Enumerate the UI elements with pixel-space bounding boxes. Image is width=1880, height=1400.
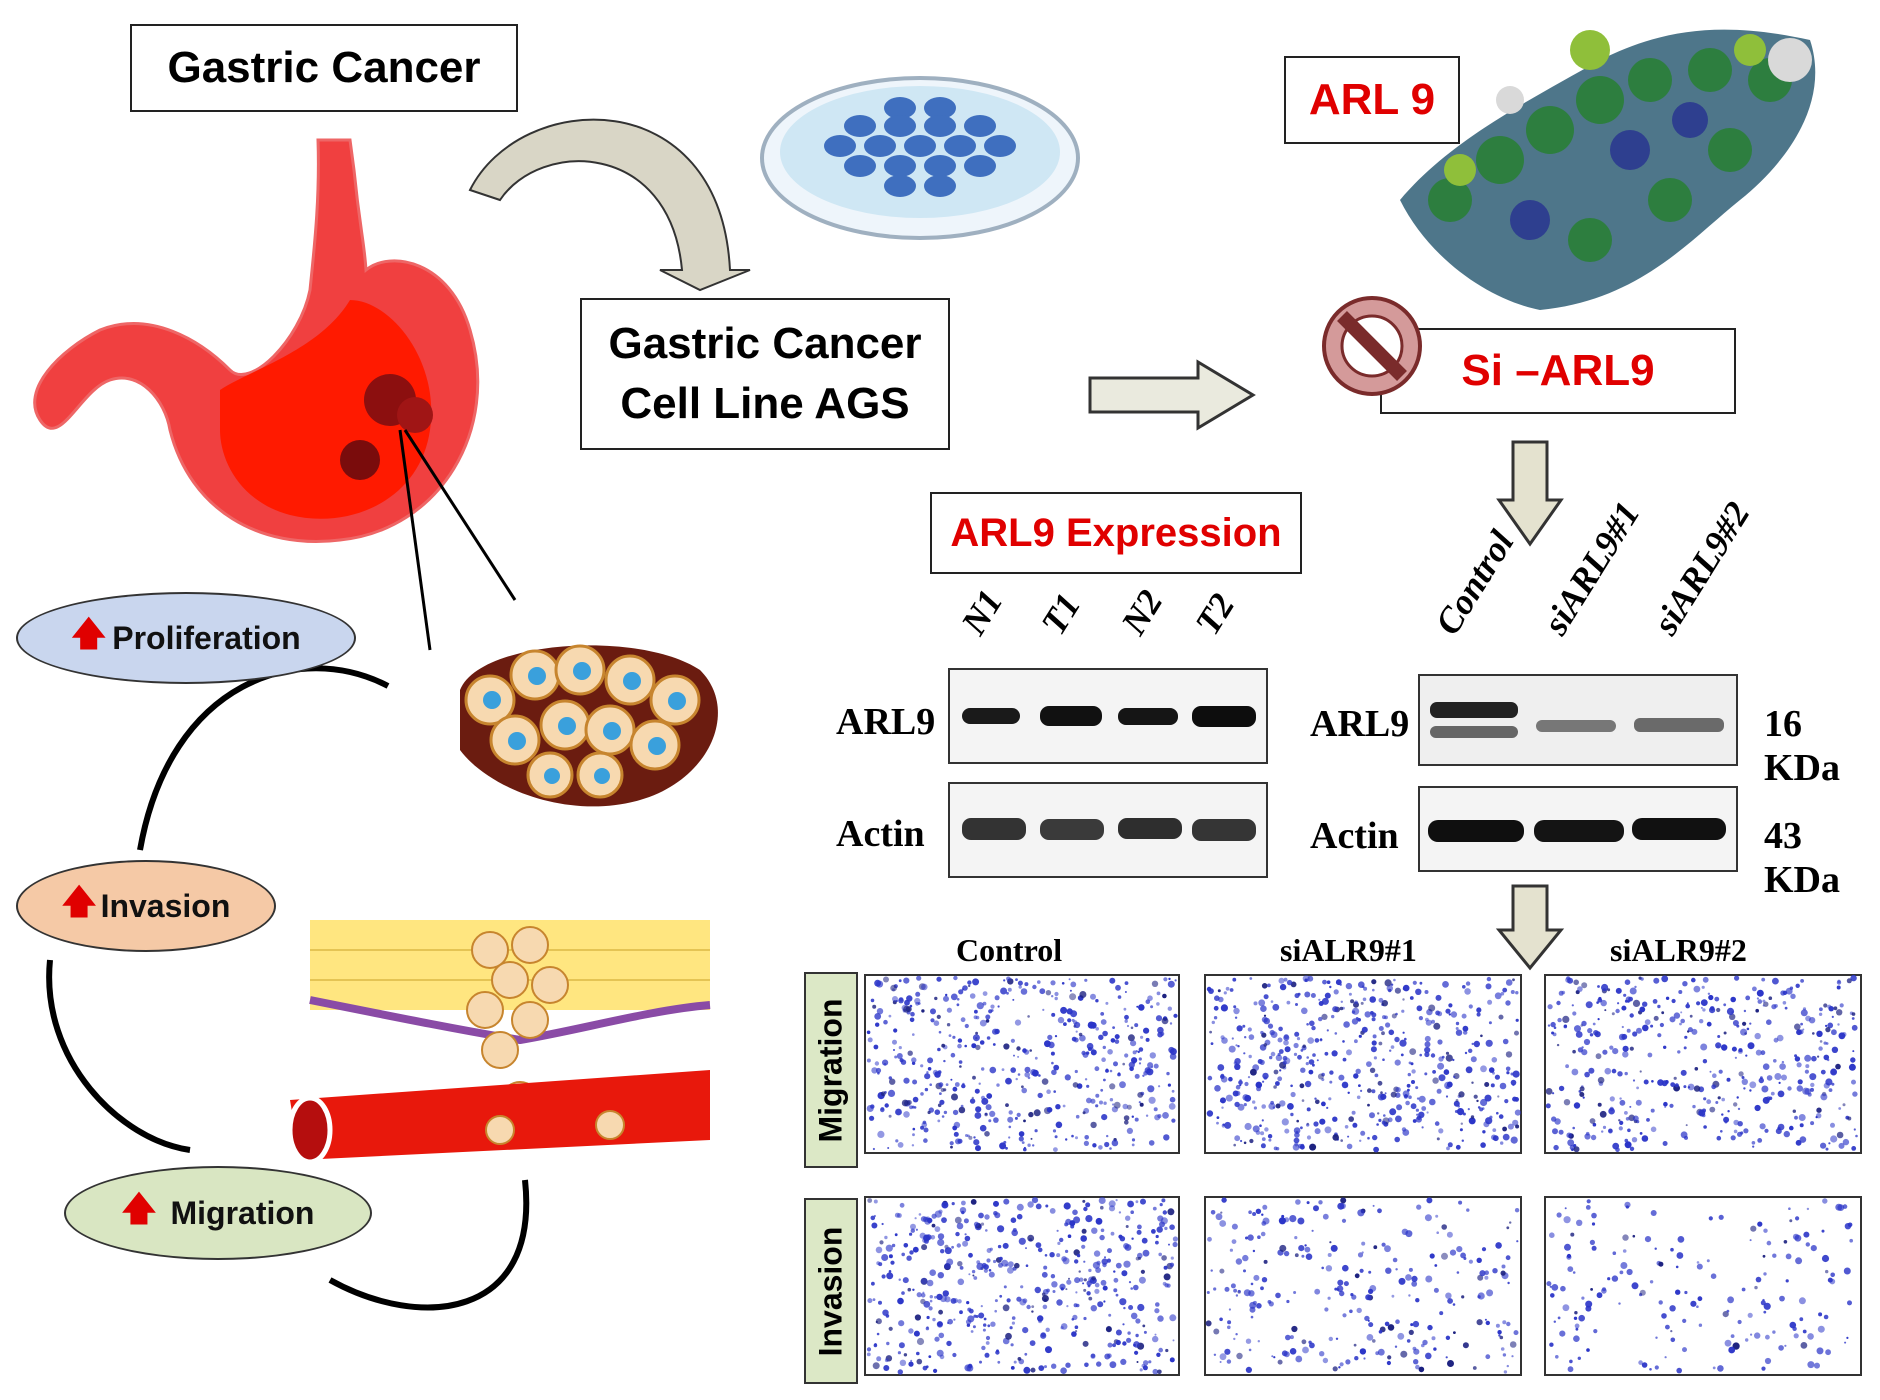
- down-arrow-2: [1495, 884, 1565, 971]
- invasion-panel-sialr9-1: [1204, 1196, 1522, 1376]
- arl9-title: ARL 9: [1284, 56, 1460, 144]
- blot-right-size2: 43 KDa: [1764, 815, 1840, 901]
- cell-line-text-1: Gastric Cancer: [608, 319, 922, 368]
- blot-right-size1: 16 KDa: [1764, 703, 1840, 789]
- stomach-illustration: [33, 138, 480, 543]
- lane-label-t1: T1: [1033, 586, 1089, 642]
- arl9-title-text: ARL 9: [1308, 75, 1436, 124]
- blot-right-row1-label: ARL9: [1310, 703, 1410, 745]
- blot-left-row2-label: Actin: [836, 813, 925, 855]
- invasion-row-label: Invasion: [804, 1198, 858, 1384]
- invasion-row-text: Invasion: [812, 1226, 849, 1356]
- migration-panel-sialr9-2: [1544, 974, 1862, 1154]
- assay-col-control: Control: [956, 932, 1063, 968]
- assay-col-sialr9-1: siALR9#1: [1280, 932, 1417, 968]
- migration-panel-control: [864, 974, 1180, 1154]
- assay-col-sialr9-2: siALR9#2: [1610, 932, 1747, 968]
- lane-label-siarl9-2: siARL9#2: [1645, 494, 1758, 642]
- blot-right-row2-label: Actin: [1310, 815, 1399, 857]
- curved-arrow: [468, 118, 751, 292]
- zoom-lines: [398, 429, 517, 651]
- gastric-cancer-title: Gastric Cancer: [130, 24, 518, 112]
- down-arrow-1: [1496, 440, 1564, 547]
- petri-dish: [760, 76, 1080, 240]
- cycle-arcs: [46, 665, 530, 1311]
- invasion-oval: 🡅 Invasion: [16, 860, 276, 952]
- arl9-expression-text: ARL9 Expression: [950, 510, 1282, 555]
- arl9-protein-structure: [1400, 29, 1816, 310]
- cell-line-box: Gastric Cancer Cell Line AGS: [580, 298, 950, 450]
- gastric-cancer-title-text: Gastric Cancer: [167, 43, 481, 92]
- blot-left-row1-label: ARL9: [836, 701, 936, 743]
- si-arl9-box: Si –ARL9: [1380, 328, 1736, 414]
- prohibited-icon: [1322, 296, 1422, 396]
- lane-label-t2: T2: [1187, 586, 1243, 642]
- proliferation-oval: 🡅 Proliferation: [16, 592, 356, 684]
- migration-panel-sialr9-1: [1204, 974, 1522, 1154]
- right-arrow: [1088, 359, 1256, 431]
- lane-label-n1: N1: [953, 582, 1011, 642]
- cancer-cell-cluster: [460, 644, 718, 807]
- migration-row-label: Migration: [804, 972, 858, 1168]
- migration-label: Migration: [170, 1194, 315, 1231]
- invasion-label: Invasion: [100, 887, 231, 924]
- migration-oval: 🡅 Migration: [64, 1166, 372, 1260]
- blot-left-actin: [948, 782, 1268, 878]
- migration-row-text: Migration: [812, 998, 849, 1142]
- arl9-expression-title: ARL9 Expression: [930, 492, 1302, 574]
- up-arrow-icon: 🡅: [71, 614, 107, 653]
- up-arrow-icon: 🡅: [61, 882, 97, 921]
- proliferation-label: Proliferation: [112, 619, 301, 656]
- si-arl9-text: Si –ARL9: [1461, 346, 1655, 395]
- blot-right-actin: [1418, 786, 1738, 872]
- invasion-panel-control: [864, 1196, 1180, 1376]
- metastasis-illustration: [287, 920, 711, 1165]
- invasion-panel-sialr9-2: [1544, 1196, 1862, 1376]
- lane-label-n2: N2: [1113, 582, 1171, 642]
- blot-left-arl9: [948, 668, 1268, 764]
- lane-label-control: Control: [1427, 523, 1522, 642]
- cell-line-text-2: Cell Line AGS: [620, 379, 910, 428]
- up-arrow-icon: 🡅: [121, 1189, 157, 1228]
- blot-right-arl9: [1418, 674, 1738, 766]
